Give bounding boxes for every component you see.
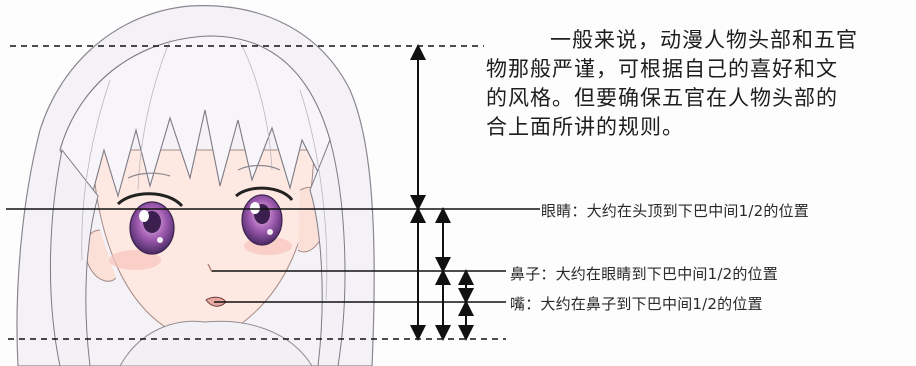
eye-left bbox=[116, 192, 184, 255]
hair-bangs bbox=[59, 35, 331, 212]
anime-girl-illustration bbox=[16, 5, 375, 366]
eye-position-label: 眼睛：大约在头顶到下巴中间1/2的位置 bbox=[541, 202, 809, 220]
collar bbox=[119, 320, 313, 366]
nose-position-label: 鼻子：大约在眼睛到下巴中间1/2的位置 bbox=[510, 265, 778, 283]
measurement-arrows bbox=[410, 44, 474, 341]
mouth-position-label: 嘴：大约在鼻子到下巴中间1/2的位置 bbox=[510, 295, 763, 313]
paragraph-line-4: 合上面所讲的规则。 bbox=[486, 115, 684, 139]
intro-paragraph: 一般来说，动漫人物头部和五官 物那般严谨，可根据自己的喜好和文 的风格。但要确保… bbox=[486, 26, 916, 142]
paragraph-line-3: 的风格。但要确保五官在人物头部的 bbox=[486, 86, 838, 110]
hair-side-left bbox=[49, 148, 99, 366]
guide-lines bbox=[6, 45, 540, 340]
hair-side-right bbox=[309, 138, 346, 366]
paragraph-line-1: 一般来说，动漫人物头部和五官 bbox=[550, 28, 858, 52]
blush-left bbox=[109, 250, 161, 270]
nose bbox=[207, 263, 213, 273]
paragraph-line-2: 物那般严谨，可根据自己的喜好和文 bbox=[486, 57, 838, 81]
